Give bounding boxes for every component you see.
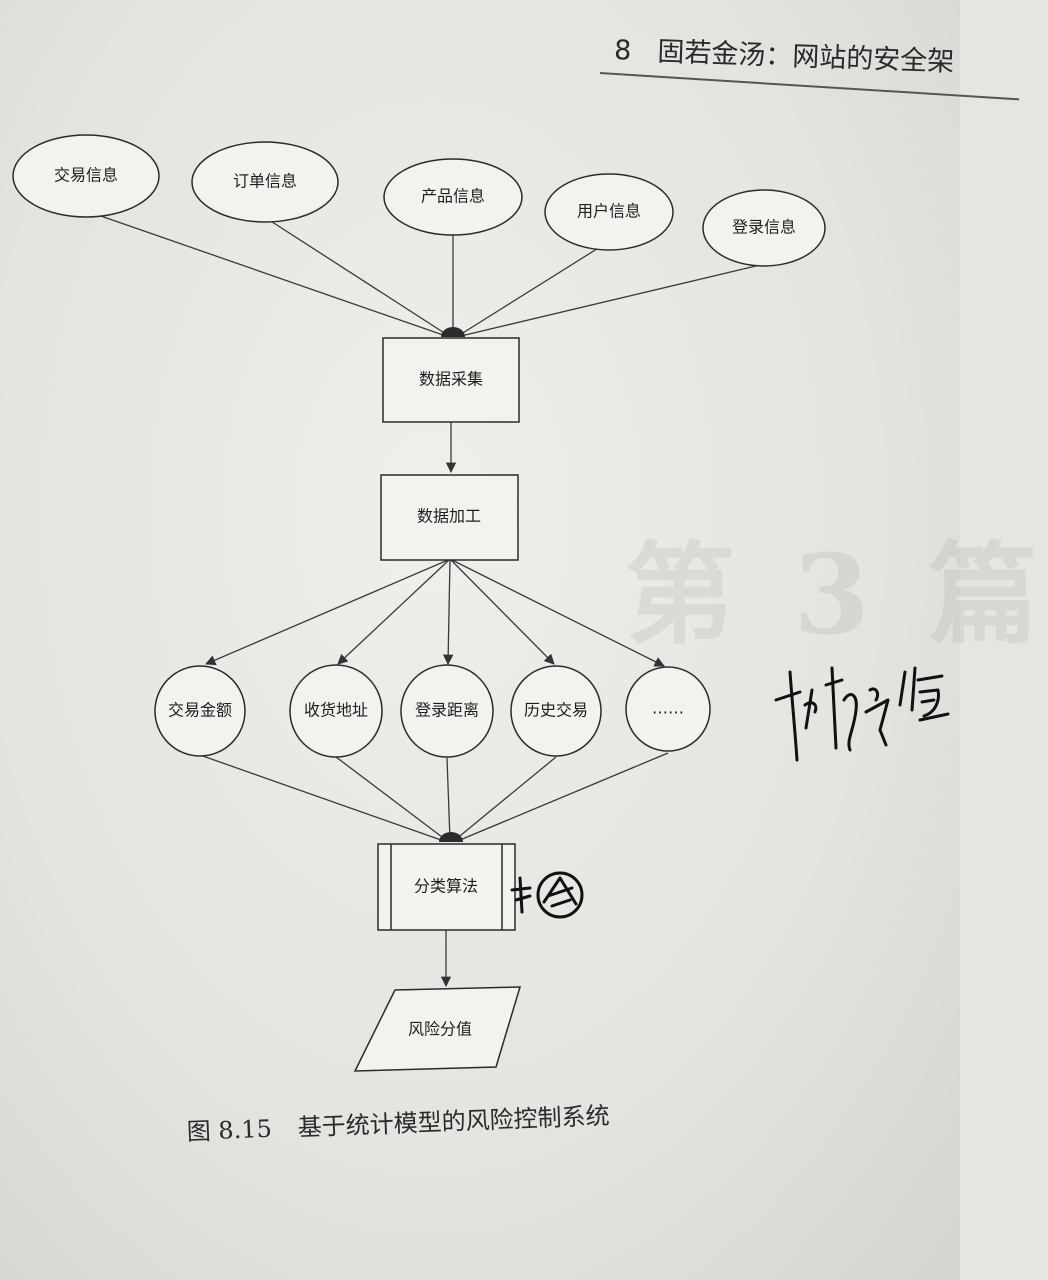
source-label: 订单信息 bbox=[233, 172, 297, 191]
handwritten-note-core bbox=[510, 871, 584, 919]
collect-label: 数据采集 bbox=[419, 370, 483, 389]
section-watermark: 第 3 篇 bbox=[625, 530, 1048, 659]
feature-label: 收货地址 bbox=[304, 701, 368, 720]
source-node: 用户信息 bbox=[544, 173, 674, 251]
feature-label: 交易金额 bbox=[168, 701, 232, 720]
feature-label: 历史交易 bbox=[524, 701, 588, 720]
source-node: 订单信息 bbox=[191, 141, 339, 223]
process-label: 数据加工 bbox=[417, 507, 481, 526]
feature-node: 历史交易 bbox=[510, 665, 602, 757]
feature-node: …… bbox=[625, 666, 711, 752]
algorithm-label: 分类算法 bbox=[414, 877, 478, 896]
feature-edges bbox=[205, 559, 665, 667]
merge-connector-bottom bbox=[439, 832, 463, 842]
figure-number: 图 8.15 bbox=[186, 1114, 273, 1146]
source-edges bbox=[94, 213, 761, 337]
handwritten-note-feature-value bbox=[774, 666, 950, 762]
source-node: 交易信息 bbox=[12, 134, 160, 218]
source-label: 产品信息 bbox=[421, 187, 485, 206]
source-label: 用户信息 bbox=[577, 202, 641, 221]
source-label: 登录信息 bbox=[732, 218, 796, 237]
feature-node: 交易金额 bbox=[154, 665, 246, 757]
merge-connector-top bbox=[441, 327, 465, 337]
algorithm-edges bbox=[199, 752, 669, 841]
feature-label: 登录距离 bbox=[415, 701, 479, 720]
output-label: 风险分值 bbox=[408, 1020, 472, 1039]
feature-node: 登录距离 bbox=[400, 664, 494, 758]
collect-node: 数据采集 bbox=[382, 337, 520, 423]
algorithm-node: 分类算法 bbox=[377, 843, 516, 931]
feature-label: …… bbox=[652, 699, 684, 718]
flow-diagram: 交易信息 订单信息 产品信息 用户信息 登录信息 数据采集 数据加工 交易金额 … bbox=[12, 134, 950, 1072]
source-node: 产品信息 bbox=[383, 158, 523, 236]
process-node: 数据加工 bbox=[380, 474, 519, 561]
feature-node: 收货地址 bbox=[289, 664, 383, 758]
source-label: 交易信息 bbox=[54, 166, 118, 185]
source-node: 登录信息 bbox=[702, 189, 826, 267]
output-node: 风险分值 bbox=[353, 986, 522, 1072]
